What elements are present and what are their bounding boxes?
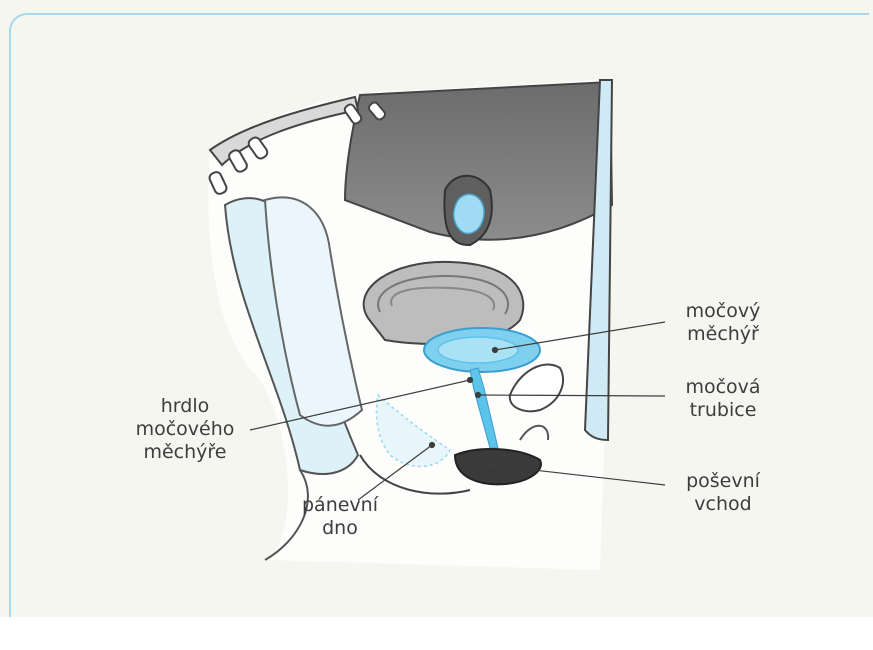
label-bladder-neck: hrdlo močového měchýře <box>125 395 245 464</box>
label-bladder: močový měchýř <box>668 300 778 346</box>
bladder-inner <box>438 337 518 363</box>
ovary <box>454 194 484 233</box>
label-vaginal-opening: poševní vchod <box>668 470 778 516</box>
label-pelvic-floor: pánevní dno <box>290 494 390 540</box>
label-urethra: močová trubice <box>668 376 778 422</box>
